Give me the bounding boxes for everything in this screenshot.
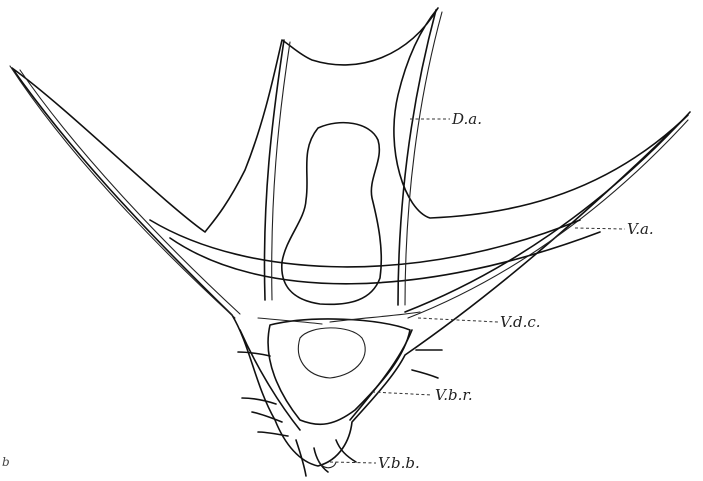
- left-spine-1: [238, 352, 270, 356]
- ventral-ring-inner: [298, 328, 365, 378]
- left-arm-rod-inner: [20, 70, 240, 314]
- corner-marker: b: [2, 455, 10, 469]
- body-rod-left: [240, 330, 300, 430]
- left-spine-3: [252, 412, 282, 422]
- left-arm-rod-outer: [10, 66, 235, 318]
- left-spine-4: [258, 432, 288, 436]
- leader-va: [575, 228, 625, 229]
- dorsal-cross-rod-right: [330, 312, 420, 322]
- left-spine-2: [242, 398, 276, 404]
- leader-vdc: [418, 318, 498, 322]
- transverse-band-lower: [170, 232, 600, 284]
- gut-outline: [282, 123, 382, 305]
- leader-vbb: [330, 462, 376, 463]
- leader-vbr: [372, 392, 432, 395]
- right-spine-1: [412, 370, 438, 378]
- label-da: D.a.: [451, 110, 482, 128]
- label-vbr: V.b.r.: [435, 386, 473, 404]
- label-vbb: V.b.b.: [378, 454, 420, 472]
- label-vdc: V.d.c.: [500, 313, 541, 331]
- basal-spine-left: [296, 440, 306, 476]
- label-va: V.a.: [627, 220, 654, 238]
- basal-spine-center: [314, 448, 328, 472]
- basal-knob: [318, 460, 336, 468]
- right-arm-rod-outer: [405, 112, 690, 312]
